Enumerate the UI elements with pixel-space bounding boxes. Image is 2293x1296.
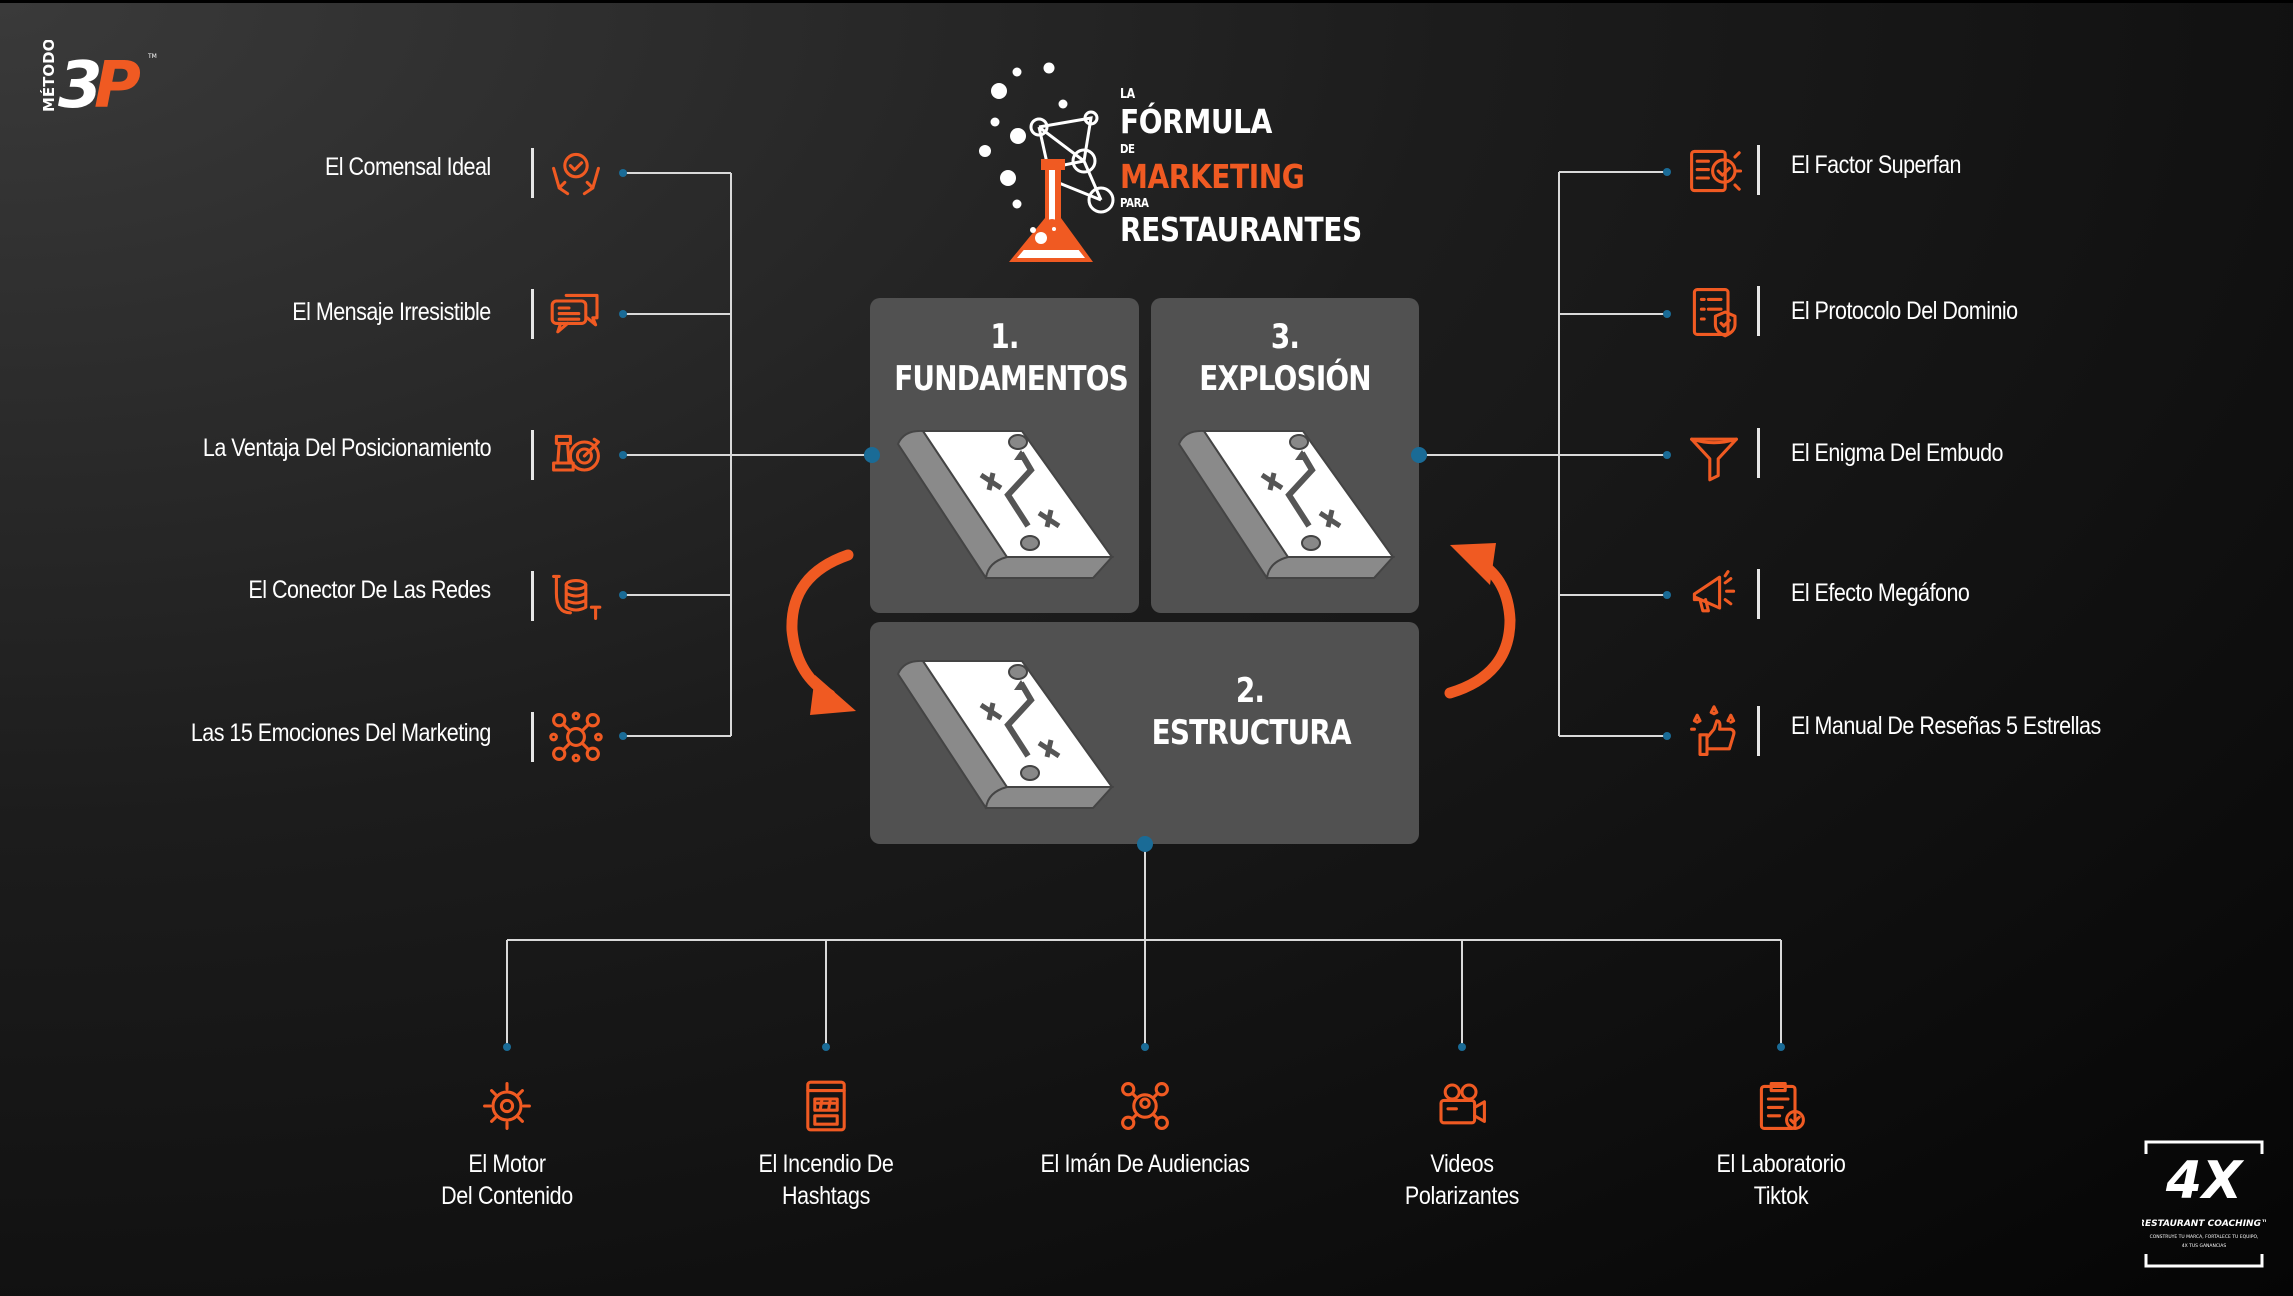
gear-head-icon — [479, 1078, 535, 1134]
label-line2: Hashtags — [781, 1182, 871, 1210]
clipboard-check-icon — [1753, 1078, 1809, 1134]
divider — [531, 712, 534, 762]
list-item-label: El Comensal Ideal — [325, 153, 491, 181]
4x-restaurant-coaching-logo: 4X RESTAURANT COACHING™ CONSTRUYE TU MAR… — [2138, 1140, 2270, 1270]
divider — [1757, 286, 1760, 336]
item-label: El Incendio De Hashtags — [697, 1148, 955, 1212]
list-item-label: El Factor Superfan — [1791, 151, 1961, 179]
divider — [531, 430, 534, 480]
phase-title: FUNDAMENTOS — [894, 359, 1128, 399]
list-item-label: El Conector De Las Redes — [248, 576, 492, 604]
phase-title: EXPLOSIÓN — [1199, 359, 1371, 399]
checklist-badge-icon — [1686, 143, 1743, 199]
list-item-label: El Protocolo Del Dominio — [1791, 297, 2018, 325]
divider — [531, 571, 534, 621]
phase-number: 2. — [1235, 671, 1265, 711]
list-item-label: El Manual De Reseñas 5 Estrellas — [1791, 712, 2101, 740]
video-camera-icon — [1434, 1078, 1490, 1134]
svg-text:4X TUS GANANCIAS: 4X TUS GANANCIAS — [2182, 1243, 2227, 1249]
phase-number: 3. — [1270, 317, 1300, 357]
list-item-label: El Efecto Megáfono — [1791, 579, 1970, 607]
divider — [1757, 428, 1760, 478]
svg-text:RESTAURANT COACHING™: RESTAURANT COACHING™ — [2142, 1219, 2266, 1229]
label-line1: El Imán De Audiencias — [1040, 1150, 1250, 1178]
title-de: DE — [1120, 142, 1135, 156]
phase-box-explosion[interactable]: 3. EXPLOSIÓN — [1151, 298, 1419, 613]
phase-box-fundamentos[interactable]: 1. FUNDAMENTOS — [870, 298, 1139, 613]
cycle-arrow-left — [786, 549, 856, 715]
svg-text:TM: TM — [147, 53, 157, 60]
label-line2: Tiktok — [1753, 1182, 1809, 1210]
title-formula: FÓRMULA — [1120, 102, 1272, 141]
label-line1: El Incendio De — [758, 1150, 894, 1178]
divider — [531, 289, 534, 339]
megaphone-icon — [1686, 566, 1742, 622]
label-line2: Del Contenido — [441, 1182, 573, 1210]
phase-number: 1. — [990, 317, 1019, 357]
hands-badge-icon — [548, 146, 604, 202]
divider — [1757, 569, 1760, 619]
label-line1: Videos — [1430, 1150, 1494, 1178]
svg-text:CONSTRUYE TU MARCA, FORTALECE: CONSTRUYE TU MARCA, FORTALECE TU EQUIPO, — [2150, 1234, 2259, 1240]
list-item-label: El Enigma Del Embudo — [1791, 439, 2003, 467]
hashtag-browser-icon — [798, 1078, 854, 1134]
metodo-3p-logo: MÉTODO 3 P TM — [38, 39, 158, 123]
audience-network-icon — [1117, 1078, 1173, 1134]
network-user-icon — [548, 709, 604, 765]
chess-target-icon — [548, 428, 604, 484]
label-line1: El Motor — [468, 1150, 546, 1178]
flask-molecule-icon — [975, 58, 1115, 268]
database-plug-icon — [548, 568, 604, 624]
cycle-arrow-right — [1444, 543, 1516, 699]
list-item-label: El Mensaje Irresistible — [292, 298, 492, 326]
svg-text:MÉTODO: MÉTODO — [39, 40, 58, 112]
list-item-label: Las 15 Emociones Del Marketing — [190, 719, 492, 747]
title-restaurantes: RESTAURANTES — [1120, 210, 1362, 249]
title-para: PARA — [1120, 196, 1149, 210]
title-marketing: MARKETING — [1120, 157, 1305, 196]
divider — [1757, 706, 1760, 756]
svg-text:P: P — [94, 49, 141, 120]
title-la: LA — [1120, 87, 1135, 102]
funnel-icon — [1686, 428, 1742, 484]
phase-title: ESTRUCTURA — [1151, 713, 1352, 753]
divider — [1757, 145, 1760, 195]
label-line2: Polarizantes — [1404, 1182, 1520, 1210]
divider — [531, 148, 534, 198]
chat-bubbles-icon — [548, 287, 604, 343]
svg-text:3: 3 — [58, 49, 103, 120]
list-item-label: La Ventaja Del Posicionamiento — [202, 434, 492, 462]
thumbs-up-stars-icon — [1686, 704, 1742, 760]
label-line1: El Laboratorio — [1716, 1150, 1846, 1178]
item-label: El Imán De Audiencias — [1016, 1148, 1274, 1180]
top-border — [0, 0, 2293, 3]
phase-box-estructura[interactable]: 2. ESTRUCTURA — [870, 622, 1419, 844]
svg-text:4X: 4X — [2165, 1151, 2245, 1211]
document-shield-icon — [1686, 284, 1742, 340]
